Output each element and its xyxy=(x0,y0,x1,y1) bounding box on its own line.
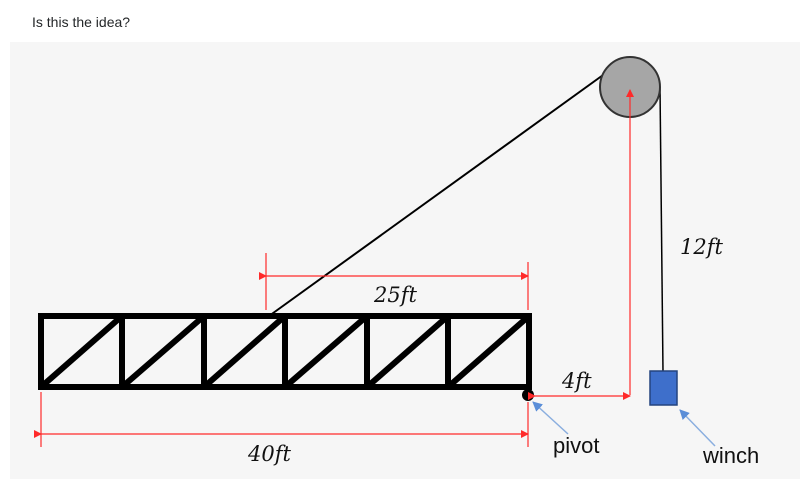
pivot-point xyxy=(522,389,534,401)
dimension-40ft xyxy=(34,392,529,447)
truss-diagonal xyxy=(365,313,450,390)
truss-diagonal xyxy=(120,313,206,390)
winch-box xyxy=(649,370,678,406)
label-12ft: 12ft xyxy=(680,235,723,259)
label-40ft: 40ft xyxy=(247,442,291,466)
truss xyxy=(38,313,532,390)
pivot-pointer-arrow xyxy=(532,401,569,435)
winch-pointer-arrow xyxy=(679,409,716,447)
post-text: Is this the idea? xyxy=(32,14,131,30)
winch-cable xyxy=(659,86,664,373)
label-pivot: pivot xyxy=(553,433,599,458)
label-25ft: 25ft xyxy=(373,283,417,307)
dimension-25ft xyxy=(259,253,529,310)
label-4ft: 4ft xyxy=(561,369,592,393)
diagram-panel xyxy=(10,42,800,479)
truss-diagonal xyxy=(202,313,287,390)
truss-diagonal xyxy=(39,313,124,390)
truss-diagonal xyxy=(446,313,531,390)
label-winch: winch xyxy=(702,443,759,468)
truss-diagonal xyxy=(283,313,369,390)
support-cable xyxy=(268,69,611,317)
